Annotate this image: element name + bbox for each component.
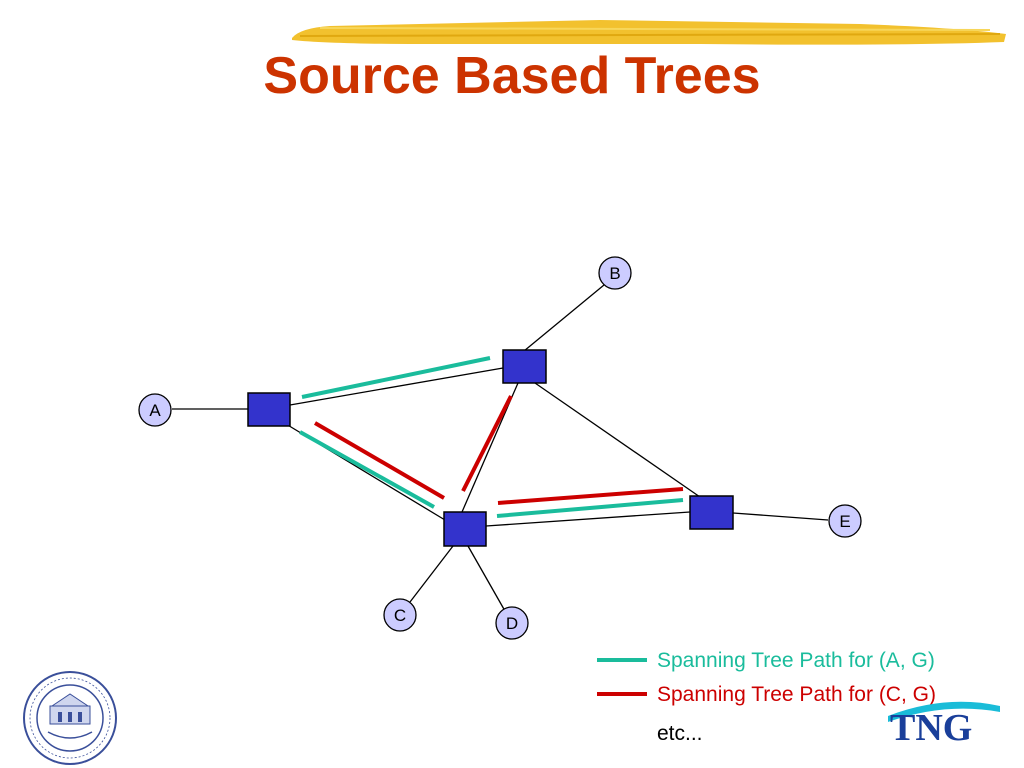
- link-r3-c: [409, 545, 454, 603]
- tng-logo-text: TNG: [890, 707, 972, 749]
- header-brush-stroke: [292, 20, 1006, 45]
- path-cg: [313, 395, 684, 505]
- link-r4-e: [732, 512, 829, 521]
- legend-etc: etc...: [657, 722, 703, 745]
- link-r3-d: [467, 545, 506, 612]
- tng-logo: TNG: [888, 701, 1000, 749]
- legend: Spanning Tree Path for (A, G) Spanning T…: [597, 649, 936, 745]
- host-c: C: [383, 598, 417, 632]
- legend-label-cg: Spanning Tree Path for (C, G): [657, 683, 936, 706]
- legend-label-ag: Spanning Tree Path for (A, G): [657, 649, 935, 672]
- path-ag-segment: [496, 498, 684, 518]
- link-r2-b: [523, 284, 605, 352]
- host-e: E: [828, 504, 862, 538]
- path-cg-segment: [461, 395, 513, 492]
- host-c-label: C: [394, 606, 406, 625]
- router-2: [502, 349, 547, 384]
- host-d-label: D: [506, 614, 518, 633]
- path-cg-segment: [313, 421, 446, 500]
- host-a-label: A: [149, 401, 161, 420]
- link-r3-r4: [485, 511, 691, 527]
- path-ag: [299, 356, 684, 518]
- routers: [247, 349, 734, 547]
- host-b-label: B: [609, 264, 620, 283]
- network-links: [172, 284, 829, 612]
- link-r2-r4: [534, 382, 701, 498]
- slide-title: Source Based Trees: [263, 47, 761, 105]
- path-cg-segment: [497, 487, 684, 505]
- host-a: A: [138, 393, 172, 427]
- host-b: B: [598, 256, 632, 290]
- host-d: D: [495, 606, 529, 640]
- link-r1-r2: [289, 367, 504, 406]
- path-ag-segment: [299, 430, 435, 509]
- politecnico-seal-logo: [23, 671, 117, 765]
- router-3: [443, 511, 487, 547]
- router-4: [689, 495, 734, 530]
- path-ag-segment: [301, 356, 491, 399]
- host-e-label: E: [839, 512, 850, 531]
- router-1: [247, 392, 291, 427]
